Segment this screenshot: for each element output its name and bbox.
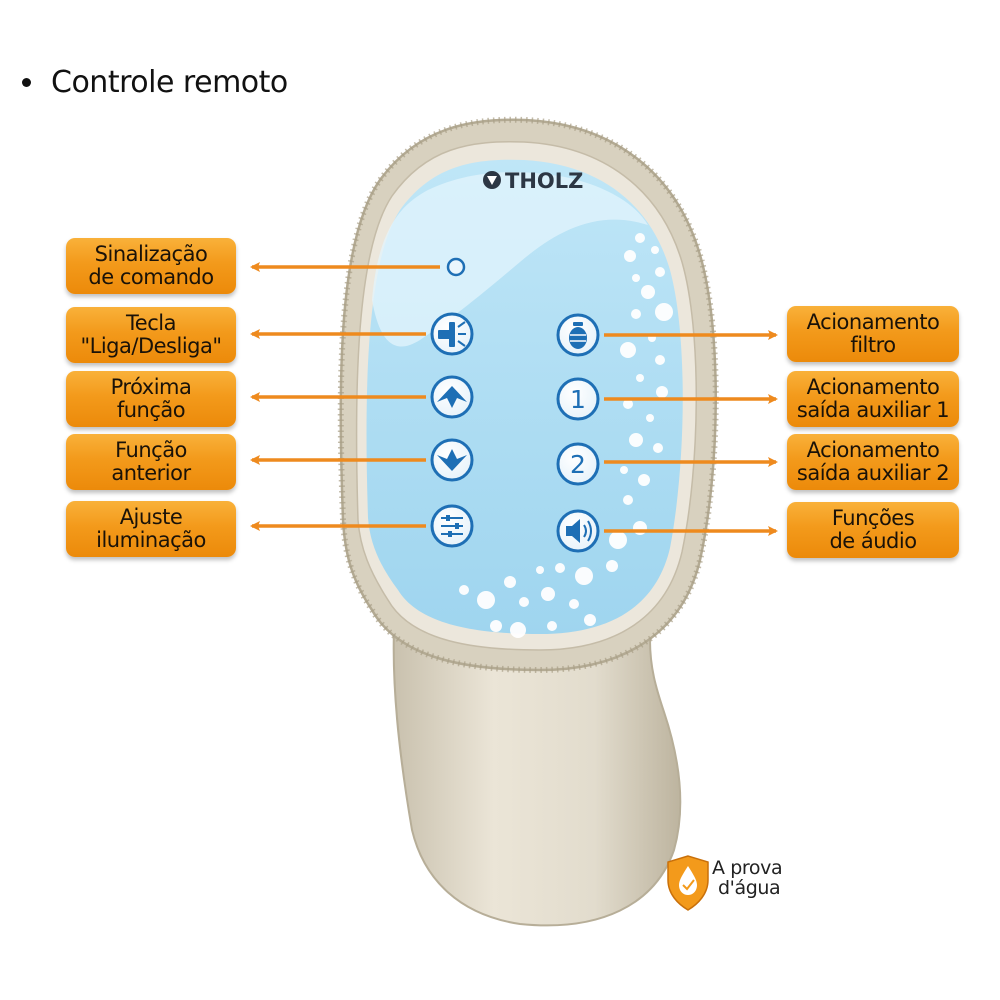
audio-button[interactable] xyxy=(556,509,600,553)
waterproof-badge-icon xyxy=(667,855,709,911)
aux-output-2-button[interactable]: 2 xyxy=(556,442,600,486)
waterproof-badge-text: A prova d'água xyxy=(712,857,783,899)
aux-2-label: 2 xyxy=(570,450,586,479)
screen-highlight xyxy=(372,172,648,347)
filter-button[interactable] xyxy=(556,313,600,357)
arrow-down-icon xyxy=(437,449,467,471)
shower-icon xyxy=(438,321,466,347)
bullet-icon xyxy=(22,77,31,87)
label-aux-output-1: Acionamento saída auxiliar 1 xyxy=(787,371,959,427)
label-lighting-adjust: Ajuste iluminação xyxy=(66,501,236,557)
label-next-function: Próxima função xyxy=(66,371,236,427)
arrow-up-icon xyxy=(437,386,467,408)
next-function-button[interactable] xyxy=(430,375,474,419)
sliders-icon xyxy=(441,515,463,537)
label-signal: Sinalização de comando xyxy=(66,238,236,294)
previous-function-button[interactable] xyxy=(430,438,474,482)
power-button[interactable] xyxy=(430,312,474,356)
heading-text: Controle remoto xyxy=(51,64,288,100)
signal-led xyxy=(446,257,466,277)
label-filter: Acionamento filtro xyxy=(787,306,959,362)
label-aux-output-2: Acionamento saída auxiliar 2 xyxy=(787,434,959,490)
arrows xyxy=(250,262,778,536)
speaker-icon xyxy=(566,519,592,543)
remote-handle xyxy=(392,598,682,927)
brand-text: THOLZ xyxy=(505,169,583,193)
label-power: Tecla "Liga/Desliga" xyxy=(66,307,236,363)
label-audio-functions: Funções de áudio xyxy=(787,502,959,558)
heading: Controle remoto xyxy=(18,60,288,104)
bubbles xyxy=(459,233,673,638)
aux-output-1-button[interactable]: 1 xyxy=(556,377,600,421)
lighting-adjust-button[interactable] xyxy=(430,504,474,548)
tholz-logo-icon xyxy=(483,171,501,189)
label-previous-function: Função anterior xyxy=(66,434,236,490)
filter-icon xyxy=(569,322,587,349)
aux-1-label: 1 xyxy=(570,385,586,414)
